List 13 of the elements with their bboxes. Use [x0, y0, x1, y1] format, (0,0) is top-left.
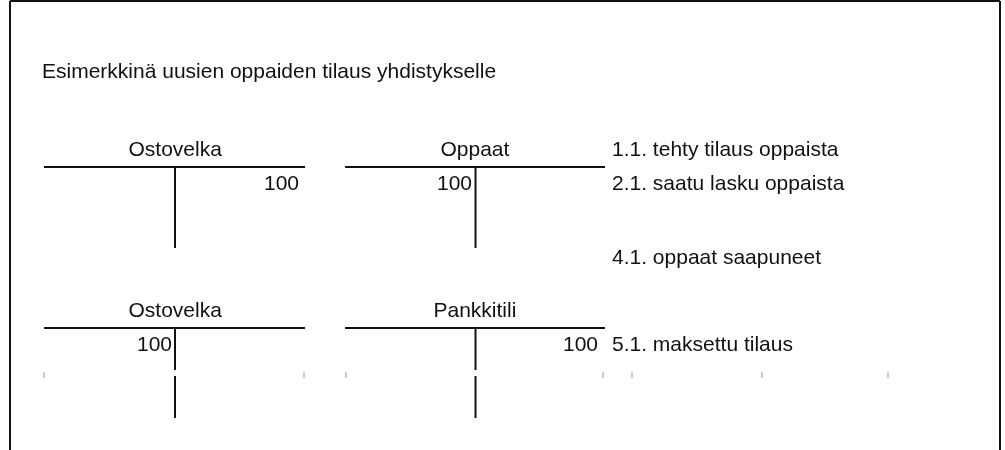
amount: 100: [437, 170, 473, 196]
transaction-note: 5.1. maksettu tilaus: [612, 331, 793, 357]
diagram-title: Esimerkkinä uusien oppaiden tilaus yhdistykselle: [42, 58, 497, 84]
amount: 100: [137, 331, 173, 357]
transaction-note: 1.1. tehty tilaus oppaista: [612, 136, 839, 162]
transaction-note: 2.1. saatu lasku oppaista: [612, 170, 845, 196]
account-title: Ostovelka: [128, 136, 222, 162]
amount: 100: [264, 170, 300, 196]
account-title: Pankkitili: [433, 297, 517, 323]
account-title: Oppaat: [440, 136, 510, 162]
transaction-note: 4.1. oppaat saapuneet: [612, 244, 821, 270]
amount: 100: [563, 331, 599, 357]
account-title: Ostovelka: [128, 297, 222, 323]
